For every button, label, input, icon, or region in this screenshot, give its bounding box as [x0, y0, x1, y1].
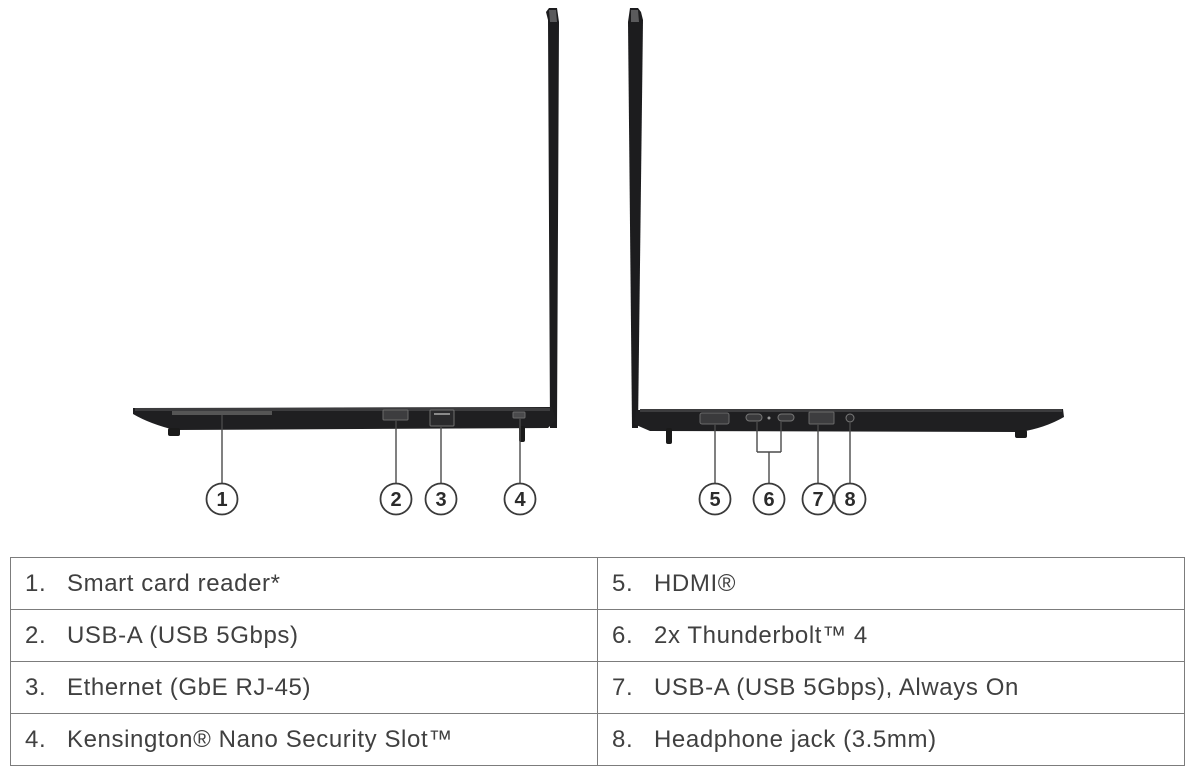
security-slot: [512, 411, 526, 419]
callout-lines: [221, 415, 851, 483]
callout-2-label: 2: [390, 489, 401, 511]
table-row: 4. Kensington® Nano Security Slot™ 8. Head…: [10, 713, 1185, 766]
table-row: 1. Smart card reader* 5. HDMI®: [10, 557, 1185, 610]
callout-6-label: 6: [763, 489, 774, 511]
item-label: 2x Thunderbolt™ 4: [654, 621, 868, 649]
callout-4-label: 4: [514, 489, 526, 511]
ethernet-port: [429, 409, 455, 427]
left-side-laptop-view: [133, 8, 559, 442]
item-number: 7.: [612, 673, 634, 701]
item-label: Ethernet (GbE RJ-45): [67, 673, 312, 701]
thunderbolt-port-2: [777, 413, 795, 422]
table-row: 2. USB-A (USB 5Gbps) 6. 2x Thunderbolt™ 4: [10, 609, 1185, 662]
callout-8: 8: [833, 482, 867, 516]
right-laptop-lid: [628, 8, 643, 428]
headphone-jack: [845, 413, 855, 423]
usb-a-always-on-port: [808, 411, 835, 425]
table-row: 3. Ethernet (GbE RJ-45) 7. USB-A (USB 5Gbp…: [10, 661, 1185, 714]
item-number: 2.: [25, 621, 47, 649]
list-item: 4. Kensington® Nano Security Slot™: [10, 713, 598, 766]
callout-7-label: 7: [812, 489, 823, 511]
callout-7: 7: [801, 482, 835, 516]
callout-3-label: 3: [435, 489, 446, 511]
callout-4: 4: [503, 482, 537, 516]
laptop-side-views-diagram: 1 2 3 4 5 6 7 8: [133, 8, 1064, 516]
callout-8-label: 8: [844, 489, 855, 511]
left-laptop-lid: [546, 8, 559, 428]
item-label: Smart card reader*: [67, 569, 281, 597]
item-number: 3.: [25, 673, 47, 701]
list-item: 2. USB-A (USB 5Gbps): [10, 609, 598, 662]
callout-1-label: 1: [216, 489, 227, 511]
hdmi-port: [699, 412, 730, 425]
item-number: 4.: [25, 725, 47, 753]
thunderbolt-port-1: [745, 413, 763, 422]
callout-5-label: 5: [709, 489, 720, 511]
item-number: 8.: [612, 725, 634, 753]
item-number: 5.: [612, 569, 634, 597]
item-label: HDMI®: [654, 569, 737, 597]
list-item: 6. 2x Thunderbolt™ 4: [597, 609, 1185, 662]
item-label: USB-A (USB 5Gbps), Always On: [654, 673, 1019, 701]
callout-2: 2: [379, 482, 413, 516]
callout-6: 6: [752, 482, 786, 516]
callout-3: 3: [424, 482, 458, 516]
list-item: 7. USB-A (USB 5Gbps), Always On: [597, 661, 1185, 714]
smart-card-slot: [172, 411, 272, 415]
item-number: 6.: [612, 621, 634, 649]
item-label: Headphone jack (3.5mm): [654, 725, 937, 753]
list-item: 5. HDMI®: [597, 557, 1185, 610]
callout-5: 5: [698, 482, 732, 516]
usb-a-port: [382, 409, 409, 421]
right-side-laptop-view: [628, 8, 1064, 444]
item-label: USB-A (USB 5Gbps): [67, 621, 299, 649]
callout-1: 1: [205, 482, 239, 516]
list-item: 1. Smart card reader*: [10, 557, 598, 610]
list-item: 3. Ethernet (GbE RJ-45): [10, 661, 598, 714]
list-item: 8. Headphone jack (3.5mm): [597, 713, 1185, 766]
item-number: 1.: [25, 569, 47, 597]
ports-legend-table: 1. Smart card reader* 5. HDMI® 2. USB-A (US…: [10, 557, 1185, 766]
item-label: Kensington® Nano Security Slot™: [67, 725, 453, 753]
